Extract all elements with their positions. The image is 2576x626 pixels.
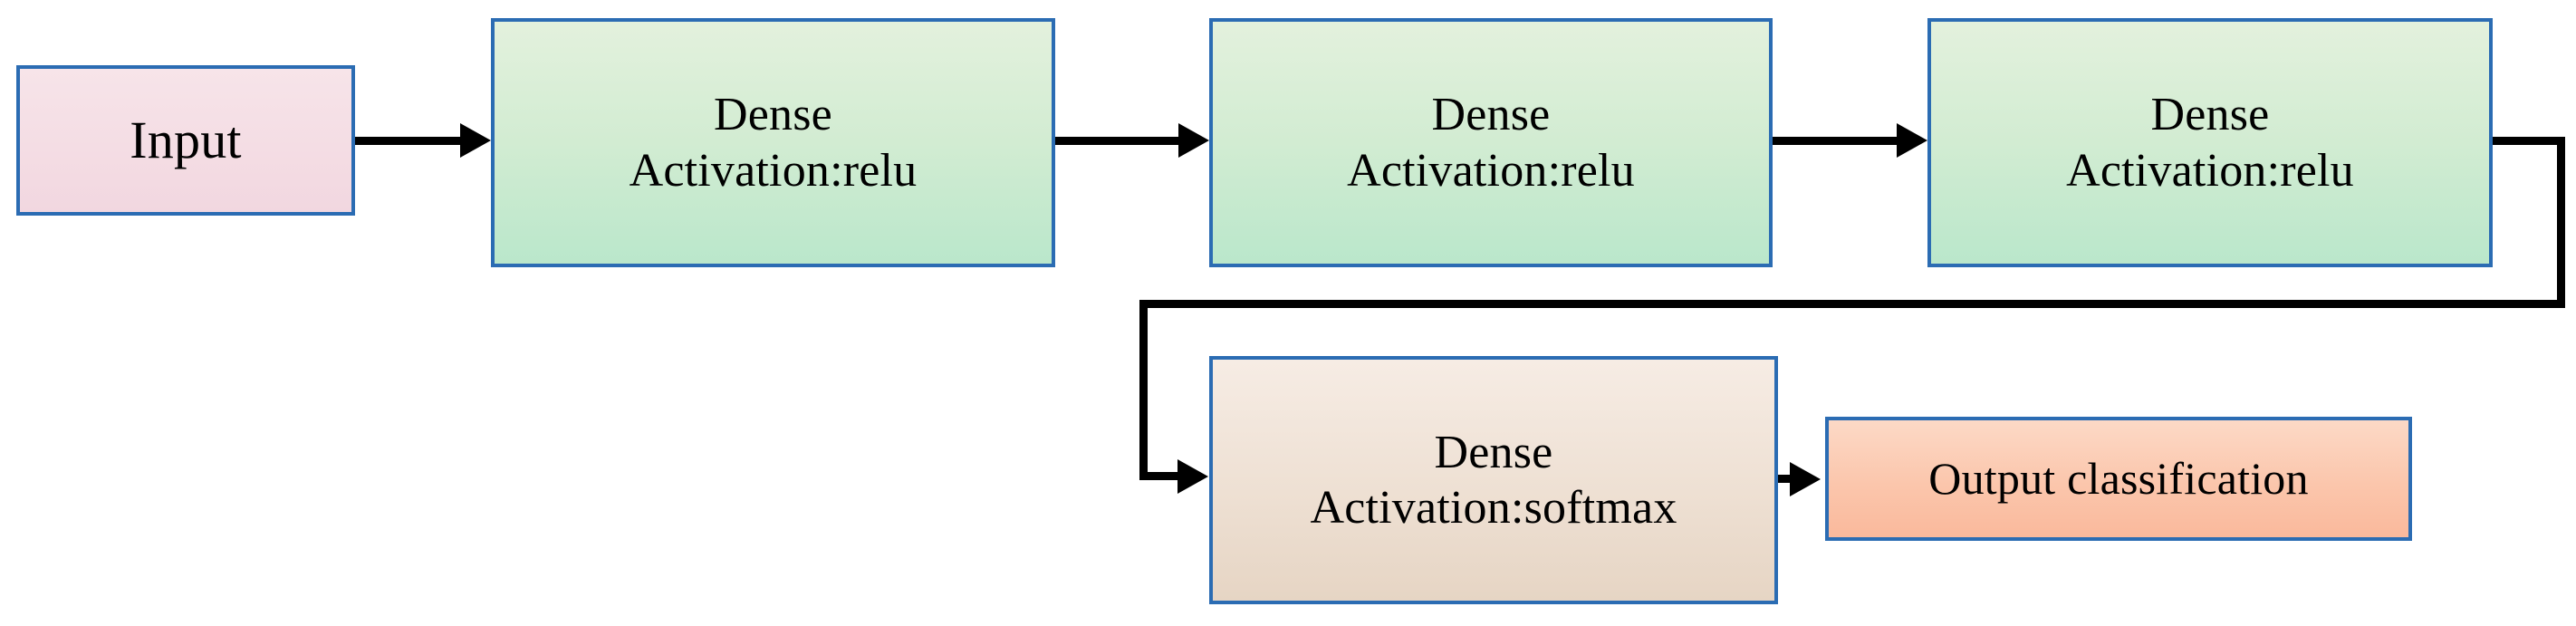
node-dense-relu-1-line-2: Activation:relu [629, 144, 918, 197]
node-dense-relu-2[interactable]: Dense Activation:relu [1209, 18, 1773, 267]
node-input-label: Input [130, 110, 242, 169]
node-dense-softmax[interactable]: Dense Activation:softmax [1209, 356, 1778, 604]
arrow-head-icon [460, 123, 491, 158]
node-dense-softmax-line-1: Dense [1434, 426, 1553, 478]
edge-dense-3-to-softmax-segment-right [2493, 137, 2565, 145]
edge-dense-3-to-softmax-segment-left [1139, 300, 2565, 308]
arrow-head-icon [1177, 459, 1208, 494]
arrow-head-icon [1897, 123, 1927, 158]
edge-dense-3-to-softmax-segment-in [1139, 472, 1189, 480]
node-dense-softmax-line-2: Activation:softmax [1310, 482, 1677, 534]
node-dense-relu-1[interactable]: Dense Activation:relu [491, 18, 1055, 267]
node-dense-relu-3-line-2: Activation:relu [2066, 144, 2354, 197]
node-input[interactable]: Input [16, 65, 355, 216]
node-dense-relu-3-line-1: Dense [2150, 89, 2270, 141]
edge-dense-1-to-dense-2 [1055, 137, 1180, 145]
edge-dense-2-to-dense-3 [1773, 137, 1898, 145]
edge-softmax-to-output [1778, 475, 1793, 483]
node-output-label: Output classification [1928, 453, 2309, 504]
node-dense-relu-3[interactable]: Dense Activation:relu [1927, 18, 2493, 267]
node-dense-relu-2-line-2: Activation:relu [1347, 144, 1635, 197]
arrow-head-icon [1790, 462, 1821, 496]
edge-dense-3-to-softmax-segment-down [2557, 137, 2565, 308]
edge-dense-3-to-softmax-segment-down-2 [1139, 300, 1148, 480]
node-dense-relu-2-line-1: Dense [1431, 89, 1551, 141]
arrow-head-icon [1178, 123, 1209, 158]
node-dense-relu-1-line-1: Dense [714, 89, 832, 141]
edge-input-to-dense-1 [355, 137, 466, 145]
node-output[interactable]: Output classification [1825, 417, 2412, 541]
